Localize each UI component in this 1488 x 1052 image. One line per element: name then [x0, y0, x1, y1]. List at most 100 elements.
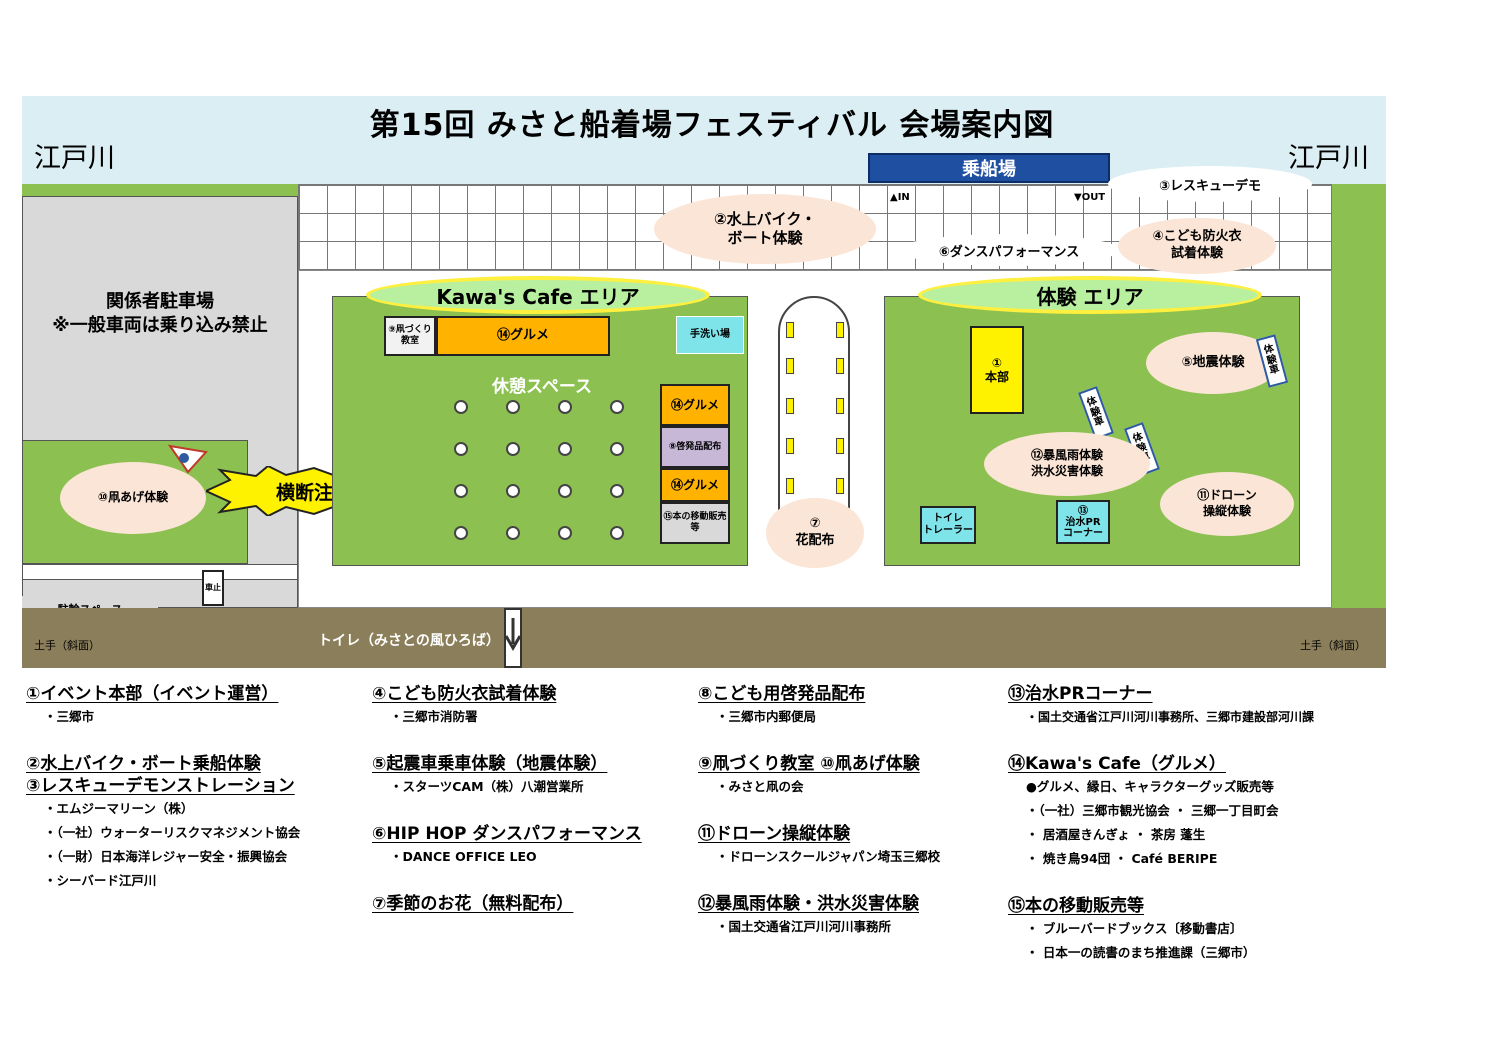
- legend-item: ・（一財）日本海洋レジャー安全・振興協会: [44, 849, 288, 864]
- legend-item: ・ 日本一の読書のまち推進課（三郷市）: [1026, 945, 1256, 960]
- page-title: 第15回 みさと船着場フェスティバル 会場案内図: [369, 108, 1055, 143]
- rest-seat: [506, 484, 520, 498]
- legend-item: ・国土交通省江戸川河川事務所: [716, 919, 892, 934]
- legend-item: ・国土交通省江戸川河川事務所、三郷市建設部河川課: [1026, 710, 1315, 724]
- kawa-cafe-area-label: Kawa's Cafe エリア: [366, 276, 710, 314]
- side-road: [22, 564, 298, 580]
- legend-item: ・ 居酒屋きんぎょ ・ 茶房 蓬生: [1026, 827, 1206, 842]
- legend-heading: ⑨凧づくり教室 ⑩凧あげ体験: [698, 754, 920, 774]
- grass-strip: [22, 184, 298, 196]
- kite-flying-spot[interactable]: ⑩凧あげ体験: [60, 462, 206, 534]
- legend-heading: ④こども防火衣試着体験: [372, 684, 557, 704]
- lane-mark: [836, 438, 844, 454]
- legend-item: ・（一社）ウォーターリスクマネジメント協会: [44, 825, 301, 840]
- legend-item: ・スターツCAM（株）八潮営業所: [390, 779, 584, 794]
- legend-heading: ②水上バイク・ボート乗船体験: [26, 754, 261, 774]
- rescue-demo-spot[interactable]: ③レスキューデモ: [1108, 166, 1312, 202]
- rest-seat: [454, 526, 468, 540]
- handwash-station[interactable]: 手洗い場: [676, 316, 744, 354]
- bank-label-left: 土手（斜面）: [34, 639, 100, 652]
- rest-seat: [506, 400, 520, 414]
- kite-class-booth[interactable]: ⑨凧づくり教室: [384, 316, 436, 356]
- rest-seat: [610, 442, 624, 456]
- grass-strip-right: [1332, 184, 1386, 608]
- drone-spot[interactable]: ⑪ドローン 操縦体験: [1160, 472, 1294, 536]
- lane-mark: [786, 322, 794, 338]
- flowers-spot[interactable]: ⑦ 花配布: [766, 498, 864, 568]
- lane-mark: [786, 358, 794, 374]
- legend-item: ・ 焼き鳥94団 ・ Café BERIPE: [1026, 851, 1218, 866]
- pamphlet-booth[interactable]: ⑧啓発品配布: [660, 426, 730, 468]
- legend-column-3: ⑧こども用啓発品配布 ・三郷市内郵便局 ⑨凧づくり教室 ⑩凧あげ体験 ・みさと凧…: [698, 683, 940, 939]
- rest-seat: [610, 484, 624, 498]
- lane-mark: [836, 398, 844, 414]
- venue-map: 第15回 みさと船着場フェスティバル 会場案内図 江戸川 江戸川 乗船場 ▲IN…: [22, 96, 1386, 668]
- legend-heading: ⑤起震車乗車体験（地震体験）: [372, 754, 608, 774]
- gourmet-booth-top[interactable]: ⑭グルメ: [436, 316, 610, 356]
- earthquake-spot[interactable]: ⑤地震体験: [1146, 332, 1280, 394]
- lane-mark: [836, 322, 844, 338]
- legend-item: ・エムジーマリーン（株）: [44, 801, 194, 816]
- gourmet-booth-right-2[interactable]: ⑭グルメ: [660, 468, 730, 502]
- rest-seat: [454, 484, 468, 498]
- flood-pr-corner[interactable]: ⑬ 治水PR コーナー: [1056, 500, 1110, 544]
- lane-mark: [836, 358, 844, 374]
- toilet-direction[interactable]: トイレ（みさとの風ひろば）: [318, 633, 500, 649]
- toilet-trailer[interactable]: トイレ トレーラー: [920, 506, 976, 544]
- rest-seat: [454, 400, 468, 414]
- staff-parking-label: 関係者駐車場 ※一般車両は乗り込み禁止: [52, 291, 268, 336]
- rest-seat: [506, 442, 520, 456]
- legend-heading: ⑭Kawa's Cafe（グルメ）: [1008, 754, 1226, 774]
- fire-suit-spot[interactable]: ④こども防火衣 試着体験: [1118, 218, 1276, 274]
- experience-area-label: 体験 エリア: [918, 276, 1262, 314]
- lane-mark: [836, 478, 844, 494]
- legend-heading: ⑥HIP HOP ダンスパフォーマンス: [372, 824, 642, 844]
- legend-heading: ⑪ドローン操縦体験: [698, 824, 851, 844]
- book-sales-booth[interactable]: ⑮本の移動販売等: [660, 502, 730, 544]
- rest-seat: [558, 526, 572, 540]
- legend-heading: ⑦季節のお花（無料配布）: [372, 894, 574, 914]
- legend-column-4: ⑬治水PRコーナー ・国土交通省江戸川河川事務所、三郷市建設部河川課 ⑭Kawa…: [1008, 683, 1314, 965]
- gourmet-booth-right-1[interactable]: ⑭グルメ: [660, 384, 730, 426]
- boarding-area[interactable]: 乗船場: [868, 153, 1110, 183]
- legend-column-2: ④こども防火衣試着体験 ・三郷市消防署 ⑤起震車乗車体験（地震体験） ・スターツ…: [372, 683, 642, 915]
- rest-seat: [610, 400, 624, 414]
- legend-item: ●グルメ、縁日、キャラクターグッズ販売等: [1026, 779, 1274, 794]
- river-label-left: 江戸川: [34, 143, 115, 174]
- legend-item: ・三郷市消防署: [390, 709, 478, 724]
- lane-mark: [786, 478, 794, 494]
- legend-heading: ①イベント本部（イベント運営）: [26, 684, 279, 704]
- dance-spot[interactable]: ⑥ダンスパフォーマンス: [898, 234, 1120, 266]
- rest-space-label: 休憩スペース: [492, 377, 592, 397]
- legend-item: ・三郷市: [44, 709, 95, 724]
- legend-item: ・ ブルーバードブックス〔移動書店〕: [1026, 921, 1243, 936]
- in-label: ▲IN: [890, 192, 910, 203]
- legend-item: ・三郷市内郵便局: [716, 709, 817, 724]
- rest-seat: [558, 484, 572, 498]
- car-stop: 車止: [202, 570, 224, 606]
- rest-seat: [558, 400, 572, 414]
- legend-heading: ⑫暴風雨体験・洪水災害体験: [698, 894, 919, 914]
- legend-heading: ③レスキューデモンストレーション: [26, 776, 295, 796]
- rest-seat: [454, 442, 468, 456]
- rest-seat: [506, 526, 520, 540]
- river-label-right: 江戸川: [1288, 143, 1369, 174]
- kite-icon: [167, 444, 208, 474]
- lane-mark: [786, 398, 794, 414]
- storm-flood-spot[interactable]: ⑫暴風雨体験 洪水災害体験: [984, 432, 1150, 496]
- out-label: ▼OUT: [1074, 192, 1106, 203]
- legend-item: ・みさと凧の会: [716, 779, 804, 794]
- rest-seat: [558, 442, 572, 456]
- jet-ski-spot[interactable]: ②水上バイク・ ボート体験: [654, 194, 876, 264]
- legend-heading: ⑧こども用啓発品配布: [698, 684, 866, 704]
- legend-item: ・DANCE OFFICE LEO: [390, 849, 537, 864]
- legend-item: ・（一社）三郷市観光協会 ・ 三郷一丁目町会: [1026, 803, 1279, 818]
- bank-label-right: 土手（斜面）: [1300, 639, 1366, 652]
- legend-column-1: ①イベント本部（イベント運営） ・三郷市 ②水上バイク・ボート乗船体験 ③レスキ…: [26, 683, 300, 893]
- legend-heading: ⑮本の移動販売等: [1008, 896, 1144, 916]
- arrow-down-icon: [504, 618, 522, 651]
- legend-item: ・ドローンスクールジャパン埼玉三郷校: [716, 849, 941, 864]
- legend-item: ・シーバード江戸川: [44, 873, 157, 888]
- headquarters[interactable]: ① 本部: [970, 326, 1024, 414]
